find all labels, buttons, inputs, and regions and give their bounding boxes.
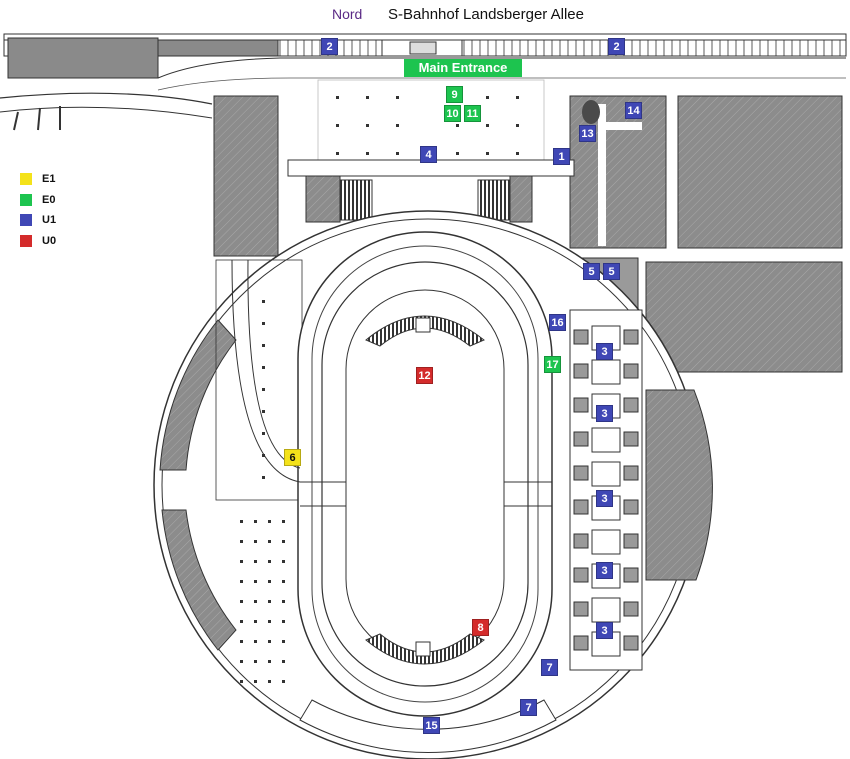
marker-3[interactable]: 3: [596, 562, 613, 579]
marker-8[interactable]: 8: [472, 619, 489, 636]
legend-item-u0: U0: [20, 234, 56, 248]
marker-16[interactable]: 16: [549, 314, 566, 331]
marker-7[interactable]: 7: [520, 699, 537, 716]
legend-swatch: [20, 235, 32, 247]
marker-10[interactable]: 10: [444, 105, 461, 122]
marker-5[interactable]: 5: [583, 263, 600, 280]
railway-platform: [0, 33, 847, 131]
marker-3[interactable]: 3: [596, 622, 613, 639]
legend-label: U1: [42, 214, 57, 226]
legend-label: U0: [42, 235, 57, 247]
marker-11[interactable]: 11: [464, 105, 481, 122]
marker-17[interactable]: 17: [544, 356, 561, 373]
marker-1[interactable]: 1: [553, 148, 570, 165]
marker-6[interactable]: 6: [284, 449, 301, 466]
marker-9[interactable]: 9: [446, 86, 463, 103]
legend-item-e1: E1: [20, 172, 55, 186]
building-blocks: [213, 95, 843, 373]
legend-label: E1: [42, 173, 56, 185]
legend-item-u1: U1: [20, 213, 56, 227]
marker-3[interactable]: 3: [596, 405, 613, 422]
legend-swatch: [20, 173, 32, 185]
legend-label: E0: [42, 194, 56, 206]
arena-inner: [297, 231, 553, 717]
marker-12[interactable]: 12: [416, 367, 433, 384]
legend-item-e0: E0: [20, 193, 55, 207]
marker-2[interactable]: 2: [608, 38, 625, 55]
north-label: Nord: [332, 6, 363, 22]
station-label: S-Bahnhof Landsberger Allee: [388, 6, 584, 23]
marker-14[interactable]: 14: [625, 102, 642, 119]
marker-3[interactable]: 3: [596, 490, 613, 507]
legend-swatch: [20, 194, 32, 206]
marker-5[interactable]: 5: [603, 263, 620, 280]
marker-4[interactable]: 4: [420, 146, 437, 163]
main-entrance-label: Main Entrance: [404, 59, 522, 77]
marker-7[interactable]: 7: [541, 659, 558, 676]
marker-2[interactable]: 2: [321, 38, 338, 55]
marker-3[interactable]: 3: [596, 343, 613, 360]
marker-13[interactable]: 13: [579, 125, 596, 142]
legend-swatch: [20, 214, 32, 226]
marker-15[interactable]: 15: [423, 717, 440, 734]
